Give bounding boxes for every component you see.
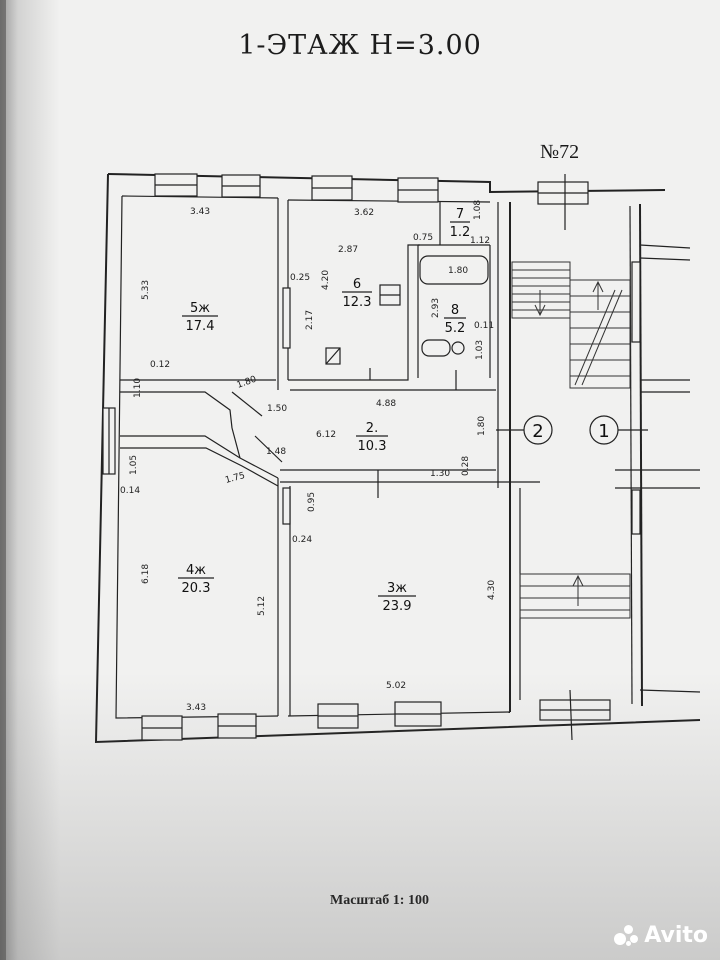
staircase bbox=[511, 174, 631, 741]
marker-1: 1 bbox=[598, 421, 609, 442]
dimension-label: 1.80 bbox=[236, 374, 259, 390]
dimension-label: 1.30 bbox=[430, 469, 450, 479]
dimension-label: 0.28 bbox=[461, 456, 471, 476]
room-6-name: 6 bbox=[353, 277, 361, 292]
dimension-label: 0.95 bbox=[307, 492, 317, 512]
section-markers: 2 1 bbox=[496, 415, 648, 445]
windows bbox=[102, 173, 641, 741]
room-7-name: 7 bbox=[456, 207, 464, 222]
dimension-label: 4.30 bbox=[487, 580, 497, 600]
marker-2: 2 bbox=[532, 421, 543, 442]
dimension-label: 1.80 bbox=[448, 266, 468, 276]
dimension-label: 2.17 bbox=[305, 310, 315, 330]
room-2-area: 10.3 bbox=[358, 439, 387, 454]
dimension-labels: 3.43 3.62 1.08 0.75 1.12 2.87 0.25 4.20 … bbox=[120, 200, 497, 713]
dimension-label: 2.87 bbox=[338, 245, 358, 255]
dimension-label: 1.50 bbox=[267, 404, 287, 414]
dimension-label: 2.93 bbox=[431, 298, 441, 318]
dimension-label: 1.48 bbox=[266, 447, 286, 457]
room-2-name: 2. bbox=[366, 421, 378, 436]
dimension-label: 1.75 bbox=[224, 471, 246, 486]
dimension-label: 0.14 bbox=[120, 486, 140, 496]
avito-logo-text: Avito bbox=[644, 923, 708, 948]
room-5-area: 17.4 bbox=[186, 319, 215, 334]
dimension-label: 1.10 bbox=[133, 378, 143, 398]
dimension-label: 6.12 bbox=[316, 430, 336, 440]
room-3-area: 23.9 bbox=[383, 599, 412, 614]
outer-walls bbox=[94, 173, 701, 744]
dimension-label: 5.12 bbox=[257, 596, 267, 616]
scale-label: Масштаб 1: 100 bbox=[330, 893, 429, 908]
dimension-label: 5.33 bbox=[141, 280, 151, 300]
avito-watermark: Avito bbox=[614, 923, 708, 948]
room-7-area: 1.2 bbox=[450, 225, 471, 240]
dimension-label: 0.75 bbox=[413, 233, 433, 243]
room-8-name: 8 bbox=[451, 303, 459, 318]
avito-logo-icon bbox=[614, 924, 640, 947]
dimension-label: 1.08 bbox=[473, 200, 483, 220]
interior-walls bbox=[120, 198, 701, 716]
room-4-area: 20.3 bbox=[182, 581, 211, 596]
dimension-label: 0.25 bbox=[290, 273, 310, 283]
room-8-area: 5.2 bbox=[445, 321, 466, 336]
dimension-label: 3.62 bbox=[354, 208, 374, 218]
dimension-label: 1.12 bbox=[470, 236, 490, 246]
dimension-label: 3.43 bbox=[186, 703, 206, 713]
room-5-name: 5ж bbox=[190, 301, 210, 316]
house-number: №72 bbox=[540, 141, 579, 163]
room-6-area: 12.3 bbox=[343, 295, 372, 310]
room-labels: 5ж 17.4 6 12.3 7 1.2 8 5.2 2. 10.3 4ж 20… bbox=[178, 207, 470, 614]
dimension-label: 5.02 bbox=[386, 681, 406, 691]
room-3-name: 3ж bbox=[387, 581, 407, 596]
dimension-label: 1.80 bbox=[477, 416, 487, 436]
dimension-label: 6.18 bbox=[141, 564, 151, 584]
dimension-label: 1.03 bbox=[475, 340, 485, 360]
dimension-label: 4.88 bbox=[376, 399, 396, 409]
dimension-label: 3.43 bbox=[190, 207, 210, 217]
dimension-label: 1.05 bbox=[129, 455, 139, 475]
dimension-label: 0.11 bbox=[474, 321, 494, 331]
dimension-label: 0.12 bbox=[150, 360, 170, 370]
dimension-label: 4.20 bbox=[321, 270, 331, 290]
dimension-label: 0.24 bbox=[292, 535, 312, 545]
room-4-name: 4ж bbox=[186, 563, 206, 578]
